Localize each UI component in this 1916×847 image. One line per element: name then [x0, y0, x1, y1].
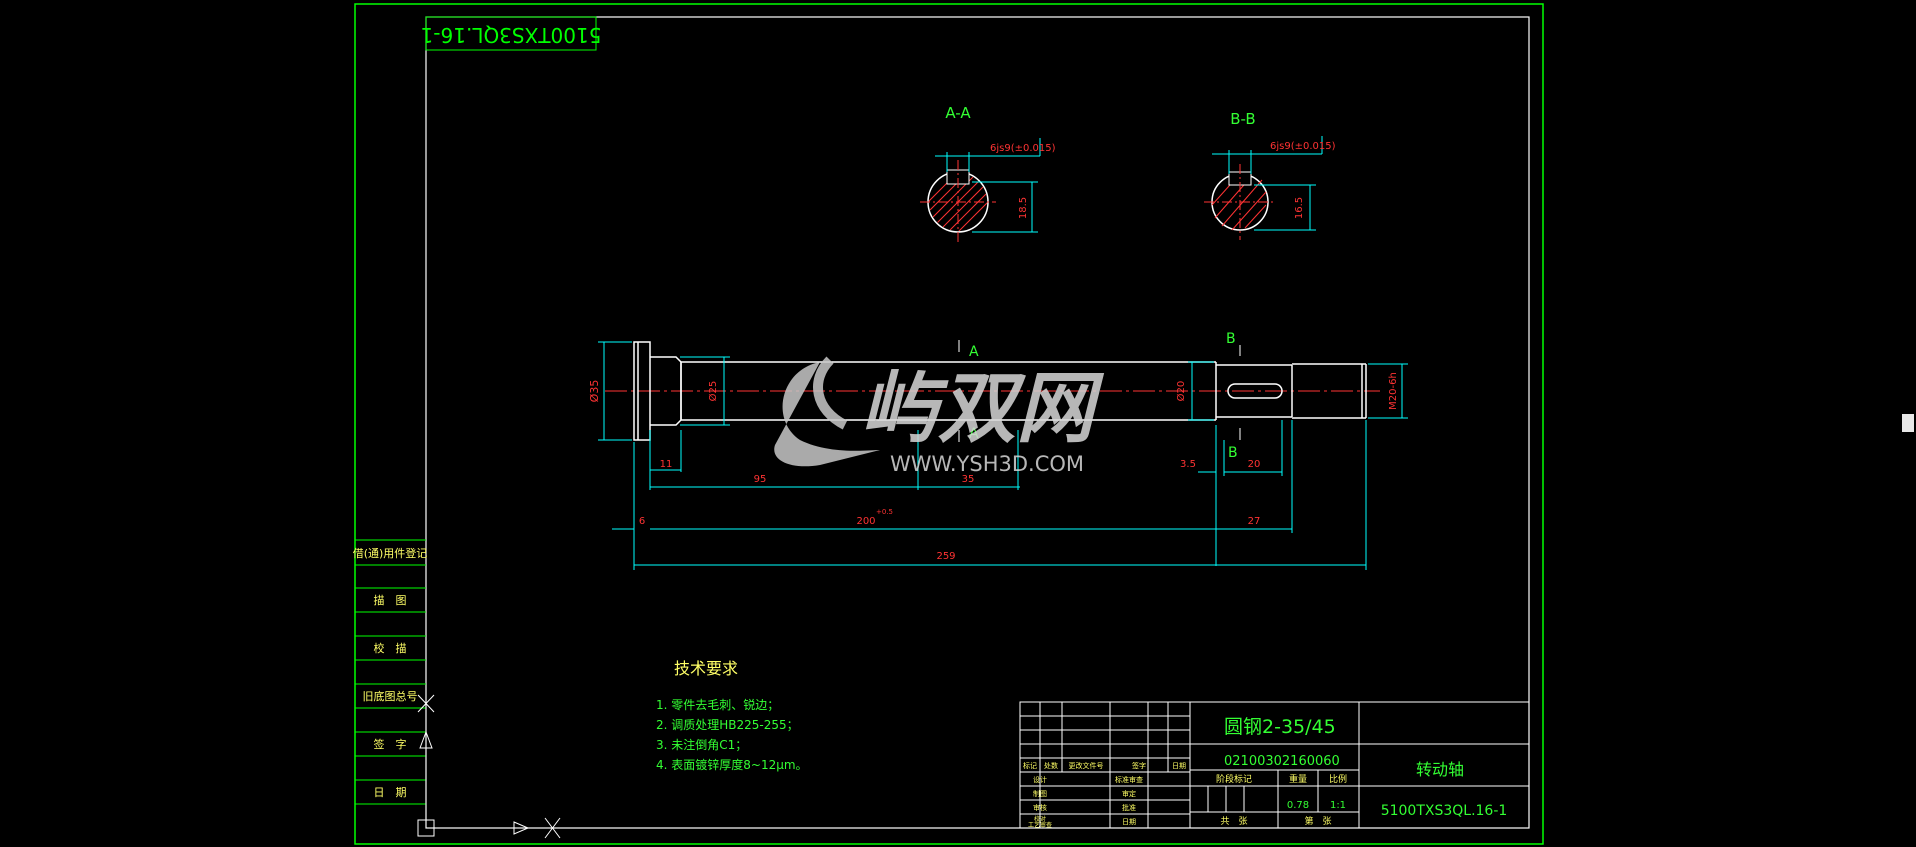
dim-259: 259 — [936, 551, 955, 562]
section-b-title: B-B — [1230, 110, 1255, 128]
dim-dia-35: Ø35 — [588, 380, 601, 403]
tech-req-item-4: 4. 表面镀锌厚度8~12μm。 — [656, 757, 808, 772]
section-mark-b-bottom: B — [1228, 445, 1238, 461]
watermark-name: 屿双网 — [860, 364, 1105, 454]
dim-200: 200 — [856, 516, 875, 527]
outer-frame — [354, 3, 1544, 845]
tech-requirements: 技术要求 1. 零件去毛刺、锐边； 2. 调质处理HB225-255； 3. 未… — [656, 659, 808, 772]
sheets-label: 共 张 — [1220, 816, 1247, 827]
title-block-text: 圆钢2-35/45 02100302160060 转动轴 5100TXS3QL.… — [1023, 716, 1507, 829]
sheet-label: 第 张 — [1304, 815, 1331, 827]
dim-thread: M20-6h — [1388, 372, 1399, 410]
section-a-a: A-A 6js9(±0.015) 18.5 — [920, 104, 1056, 244]
section-mark-a-bottom: A — [969, 426, 979, 442]
section-mark-a-top: A — [969, 344, 979, 360]
title-material: 圆钢2-35/45 — [1224, 716, 1336, 738]
role-check: 校对 — [1034, 815, 1046, 823]
weight-label: 重量 — [1289, 773, 1307, 785]
role-review: 审核 — [1033, 803, 1047, 812]
ucs-icon — [417, 694, 561, 839]
role-design: 设计 — [1033, 775, 1047, 784]
tech-req-item-1: 1. 零件去毛刺、锐边； — [656, 698, 779, 712]
role-approve-1: 审定 — [1122, 789, 1136, 798]
section-a-title: A-A — [945, 104, 971, 122]
dim-dia-20: Ø20 — [1175, 381, 1187, 402]
title-block — [1019, 701, 1530, 829]
header-count: 处数 — [1044, 761, 1058, 770]
dim-35: 35 — [962, 474, 975, 485]
tech-req-item-2: 2. 调质处理HB225-255； — [656, 718, 799, 732]
role-date: 日期 — [1122, 818, 1136, 826]
top-drawing-number-box: 5100TXS3QL.16-1 — [421, 16, 602, 51]
vertical-scrollbar[interactable] — [1900, 0, 1916, 847]
dim-dia-25: Ø25 — [707, 381, 719, 402]
inner-frame — [425, 16, 1530, 829]
side-row-3: 校 描 — [374, 641, 407, 655]
side-row-2: 描 图 — [374, 593, 407, 607]
watermark: 屿双网 WWW.YSH3D.COM — [774, 356, 1105, 476]
header-date: 日期 — [1172, 762, 1186, 770]
role-std: 标准审查 — [1115, 775, 1143, 784]
section-mark-b-top: B — [1226, 331, 1236, 347]
role-approve-2: 批准 — [1122, 803, 1136, 812]
shaft-view: A B A B Ø35 Ø25 Ø20 M20-6h — [588, 331, 1408, 570]
section-b-depth: 16.5 — [1294, 197, 1305, 219]
dim-27: 27 — [1248, 516, 1261, 527]
title-code: 02100302160060 — [1224, 754, 1340, 769]
section-b-b: B-B 6js9(±0.015) 16.5 — [1204, 110, 1336, 240]
title-part-name: 转动轴 — [1416, 760, 1464, 779]
dim-20: 20 — [1248, 459, 1261, 470]
section-b-tolerance: 6js9(±0.015) — [1270, 141, 1336, 152]
watermark-url: WWW.YSH3D.COM — [890, 452, 1084, 476]
side-table — [355, 539, 426, 805]
mirrored-drawing-number: 5100TXS3QL.16-1 — [421, 23, 602, 47]
header-sign: 签字 — [1132, 761, 1146, 770]
side-row-5: 签 字 — [374, 737, 407, 751]
stage-label: 阶段标记 — [1216, 773, 1252, 785]
side-row-1: 借(通)用件登记 — [353, 546, 428, 560]
tech-req-title: 技术要求 — [674, 659, 738, 678]
scrollbar-thumb[interactable] — [1902, 414, 1914, 432]
role-process: 工艺审查 — [1028, 821, 1052, 829]
header-mark: 标记 — [1023, 761, 1037, 770]
title-weight: 0.78 — [1287, 800, 1309, 811]
title-scale: 1:1 — [1330, 800, 1346, 811]
dim-95: 95 — [754, 474, 767, 485]
section-a-tolerance: 6js9(±0.015) — [990, 143, 1056, 154]
side-table-labels: 借(通)用件登记 描 图 校 描 旧底图总号 签 字 日 期 — [353, 546, 428, 799]
dim-6: 6 — [639, 516, 645, 527]
dim-200-tolerance: +0.5 — [876, 508, 893, 516]
title-drawing-no: 5100TXS3QL.16-1 — [1381, 803, 1508, 819]
watermark-logo-icon — [774, 362, 880, 467]
side-row-4: 旧底图总号 — [363, 689, 418, 703]
scale-label: 比例 — [1329, 773, 1347, 785]
header-doc: 更改文件号 — [1069, 761, 1104, 770]
dim-3-5: 3.5 — [1180, 459, 1196, 470]
section-a-depth: 18.5 — [1018, 197, 1029, 219]
tech-req-item-3: 3. 未注倒角C1； — [656, 737, 747, 752]
side-row-6: 日 期 — [374, 786, 407, 799]
dim-11: 11 — [660, 459, 673, 470]
role-draw: 制图 — [1033, 789, 1047, 798]
